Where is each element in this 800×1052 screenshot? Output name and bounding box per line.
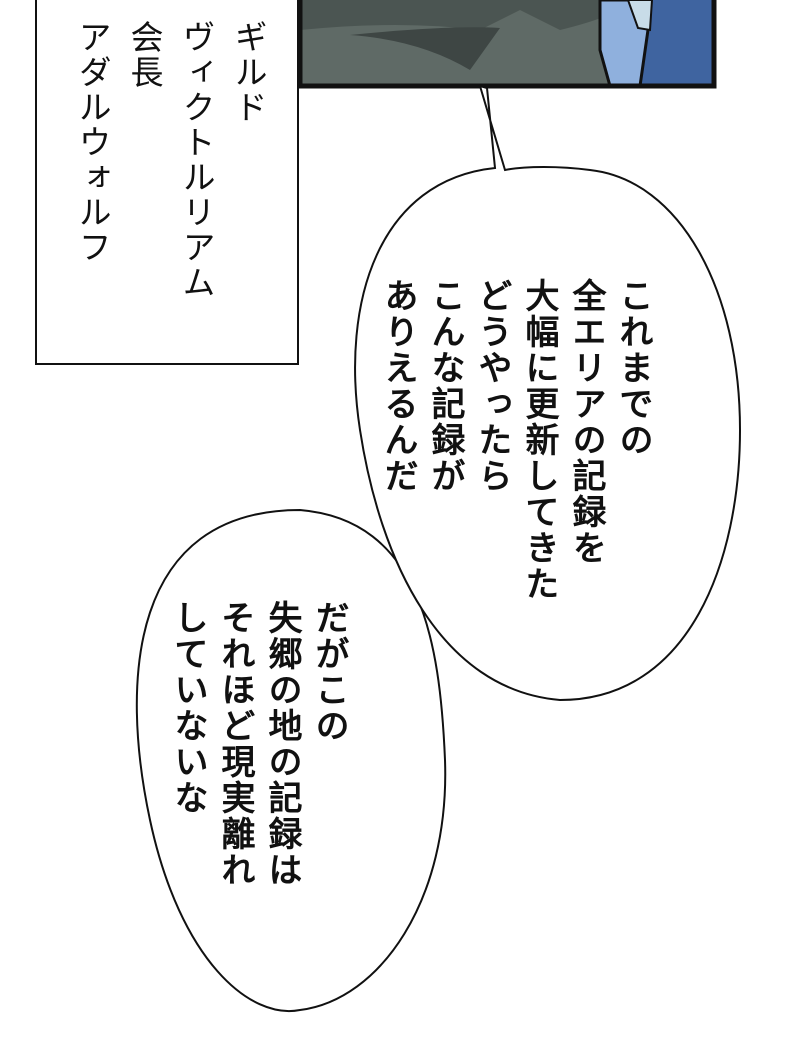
caption-line: ヴィクトルリアム xyxy=(177,20,216,300)
bubble-1-line: 大幅に更新してきた xyxy=(519,278,559,602)
speech-bubble-1 xyxy=(354,84,742,702)
bubble-2-line: それほど現実離れ xyxy=(215,600,255,888)
caption-line: アダルウォルフ xyxy=(73,20,112,265)
bubble-2-line: だがこの xyxy=(309,600,349,744)
top-panel xyxy=(297,0,717,89)
speech-bubble-2 xyxy=(135,508,447,1013)
bubble-1-line: 全エリアの記録を xyxy=(566,278,606,566)
caption-line: 会長 xyxy=(125,20,164,90)
bubble-1-line: どうやったら xyxy=(472,278,512,494)
bubble-1-line: こんな記録が xyxy=(425,278,465,494)
bubble-2-line: していないな xyxy=(168,600,208,816)
caption-line: ギルド xyxy=(229,20,268,125)
bubble-1-line: ありえるんだ xyxy=(378,278,418,494)
bubble-2-line: 失郷の地の記録は xyxy=(262,600,302,888)
bubble-1-line: これまでの xyxy=(613,278,653,458)
caption-box xyxy=(35,0,299,365)
